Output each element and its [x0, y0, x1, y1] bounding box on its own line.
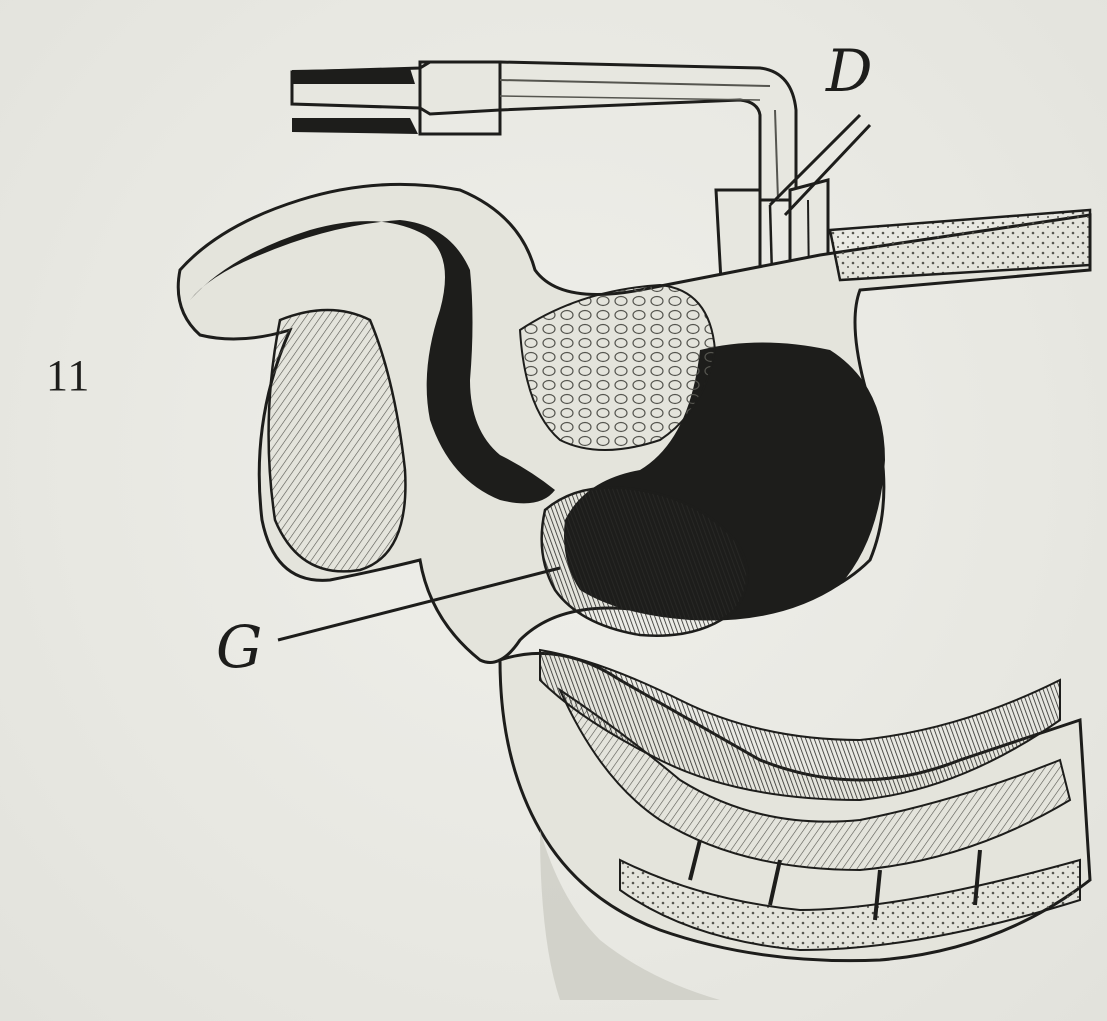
instrument-tube	[292, 62, 796, 200]
label-g: G	[216, 618, 262, 676]
label-d: D	[826, 42, 873, 100]
figure-number: 11	[46, 350, 90, 401]
